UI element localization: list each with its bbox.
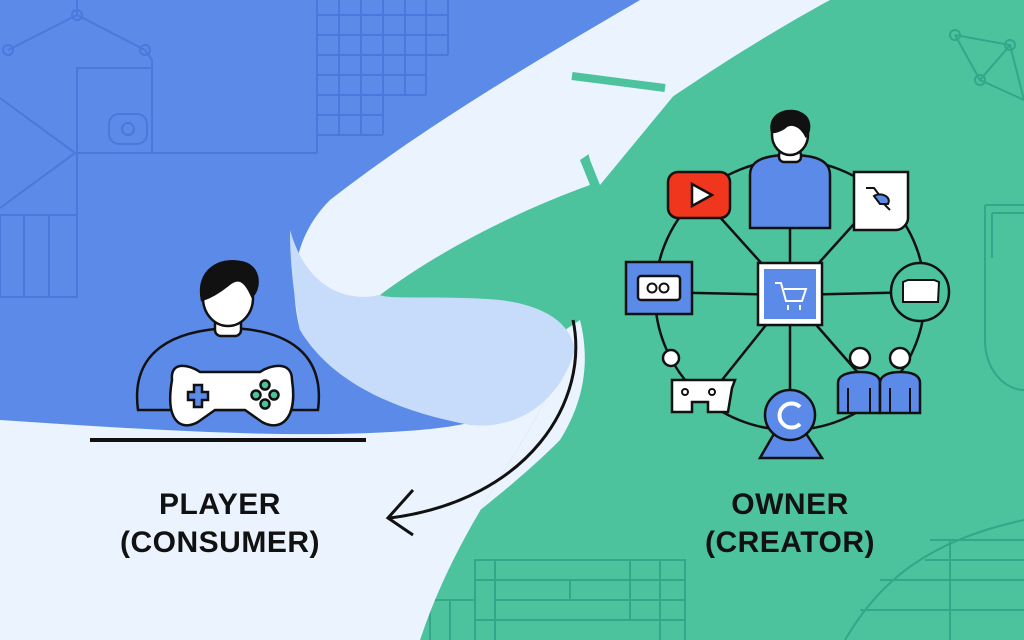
flow-ribbon (0, 0, 830, 640)
player-figure (135, 260, 321, 427)
blue-background (0, 0, 640, 435)
design-tool-icon (852, 170, 910, 232)
node-dot (661, 348, 681, 368)
community-users-icon (836, 346, 922, 415)
webcam-icon (757, 388, 825, 460)
player-role-title: PLAYER (159, 488, 281, 521)
green-blueprint-lines (410, 29, 1024, 640)
shopping-cart-icon (756, 261, 824, 327)
banner-ribbon-icon (889, 261, 951, 323)
game-controller-icon (169, 364, 295, 427)
owner-creator-label: OWNER (CREATOR) (630, 486, 950, 562)
chat-bot-icon (670, 378, 737, 414)
video-play-icon (666, 170, 732, 220)
player-to-owner-arrow (571, 72, 666, 92)
creator-person-icon (748, 109, 832, 230)
blue-blueprint-lines (0, 0, 449, 298)
owner-to-player-arrow (385, 319, 578, 537)
player-consumer-label: PLAYER (CONSUMER) (70, 486, 370, 562)
creator-hub-network (624, 109, 951, 460)
owner-role-title: OWNER (731, 488, 849, 521)
chat-window-icon (624, 260, 694, 316)
player-role-subtitle: (CONSUMER) (120, 526, 320, 559)
owner-role-subtitle: (CREATOR) (704, 526, 876, 559)
